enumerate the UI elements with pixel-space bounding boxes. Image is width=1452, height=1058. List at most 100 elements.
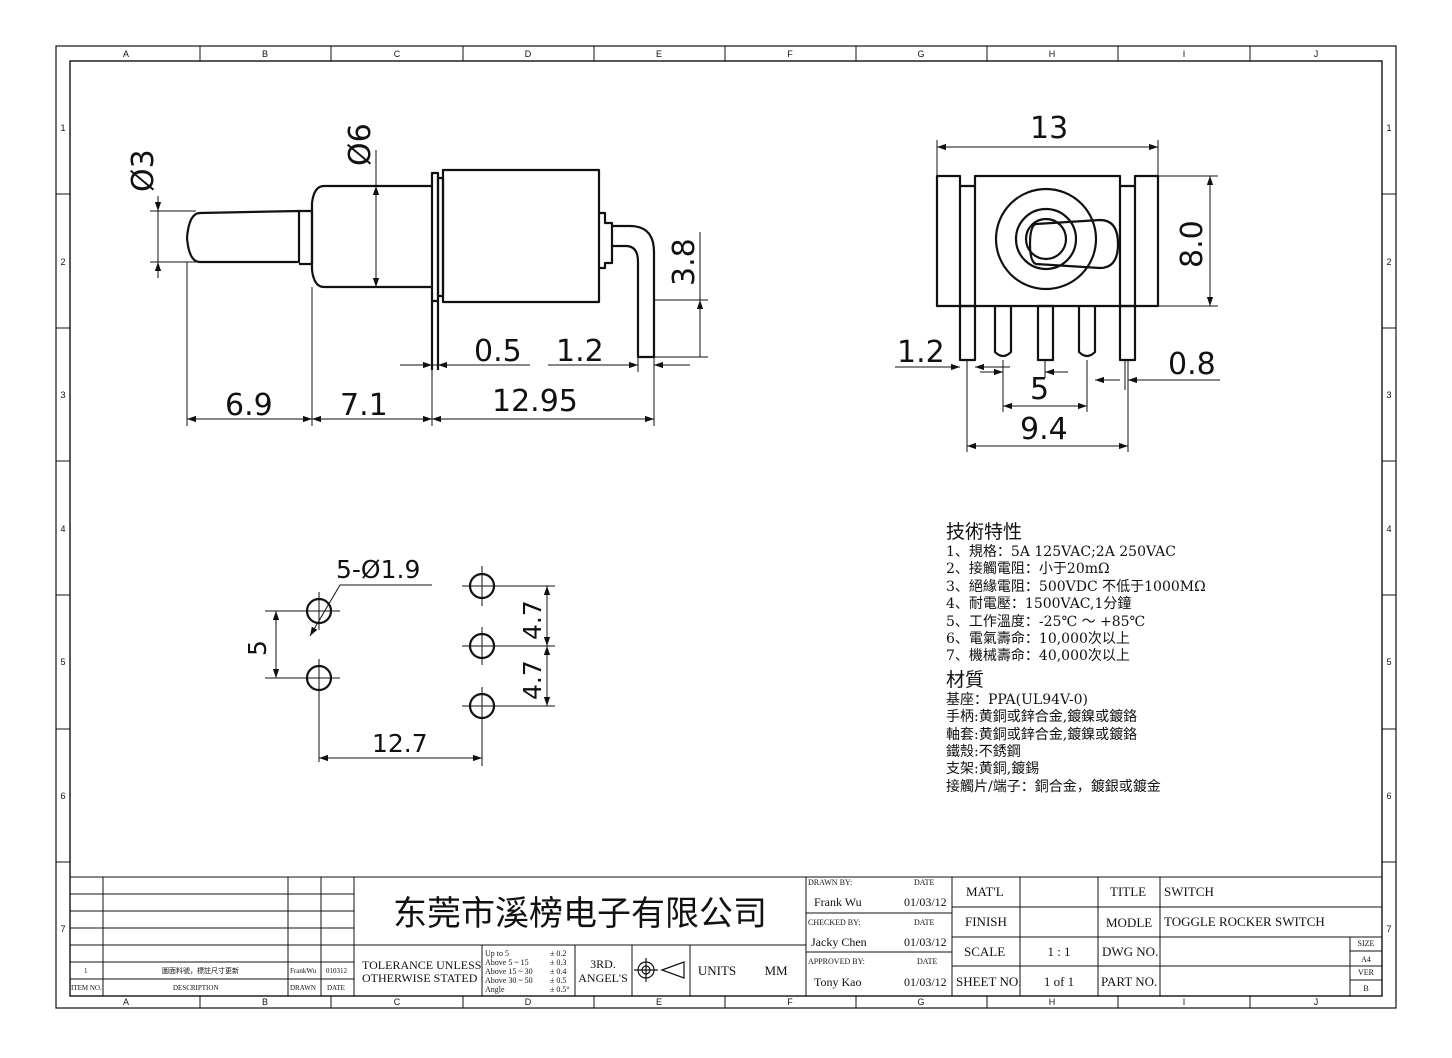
front-view-dim-text: 13 8.0 1.2 5 0.8 9.4 <box>897 111 1216 447</box>
col-label: J <box>1314 49 1319 59</box>
dim-13: 13 <box>1030 111 1068 146</box>
units-label: UNITS <box>698 963 736 978</box>
dim-0-8: 0.8 <box>1168 347 1216 382</box>
sheet-value: 1 of 1 <box>1044 974 1074 989</box>
dim-8-0: 8.0 <box>1175 220 1210 268</box>
material-line: 支架:黄銅,鍍錫 <box>946 761 1040 778</box>
rev-header-description: DESCRIPTION <box>173 984 219 992</box>
ver-value: B <box>1363 984 1368 993</box>
approved-by-label: APPROVED BY: <box>808 957 865 966</box>
col-label: A <box>123 49 129 59</box>
side-view <box>185 168 656 370</box>
col-label: F <box>787 997 793 1007</box>
tolerance-value: ± 0.3 <box>550 958 566 967</box>
tolerance-value: ± 0.5 <box>550 976 566 985</box>
spec-line: 5、工作溫度：-25℃ ～ +85℃ <box>946 613 1146 630</box>
matl-label: MAT'L <box>966 884 1004 899</box>
row-label: 3 <box>1386 390 1391 400</box>
col-label: J <box>1314 997 1319 1007</box>
border-labels: A B C D E F G H I J A B C D E F G H I J … <box>60 49 1391 1007</box>
terminal-pin <box>1077 306 1097 358</box>
col-label: A <box>123 997 129 1007</box>
row-label: 2 <box>60 257 65 267</box>
dwg-label: DWG NO. <box>1102 944 1158 959</box>
approved-date: 01/03/12 <box>904 975 947 989</box>
technical-notes: 技術特性 1、規格：5A 125VAC;2A 250VAC 2、接觸電阻：小于2… <box>946 520 1306 796</box>
tolerance-range: Up to 5 <box>485 949 509 958</box>
col-label: E <box>656 49 662 59</box>
spec-line: 4、耐電壓：1500VAC,1分鐘 <box>946 596 1132 613</box>
pcb-layout <box>265 566 555 766</box>
finish-label: FINISH <box>965 914 1007 929</box>
col-label: E <box>656 997 662 1007</box>
rev-header-drawn: DRAWN <box>290 984 316 992</box>
ver-label: VER <box>1358 968 1375 977</box>
material-line: 接觸片/端子：銅合金，鍍銀或鍍金 <box>946 778 1161 795</box>
pcb-hole <box>468 632 496 660</box>
bracket-pin <box>958 304 977 362</box>
modle-label: MODLE <box>1106 915 1152 930</box>
date-label: DATE <box>917 957 938 966</box>
title-block-text: 1 圖面料號，標註尺寸更新 FrankWu 010312 ITEM NO. DE… <box>71 878 1375 994</box>
row-label: 3 <box>60 390 65 400</box>
tolerance-value: ± 0.5° <box>550 985 570 994</box>
col-label: I <box>1183 997 1186 1007</box>
rev-item: 1 <box>84 967 88 975</box>
col-label: B <box>262 997 268 1007</box>
dim-6-9: 6.9 <box>225 388 273 423</box>
material-line: 鐵殼:不銹鋼 <box>946 744 1021 761</box>
tolerance-range: Above 5 ~ 15 <box>485 958 529 967</box>
company-name: 东莞市溪榜电子有限公司 <box>393 894 767 934</box>
front-lever <box>1028 218 1120 270</box>
row-label: 6 <box>60 791 65 801</box>
sheet-border <box>55 45 1397 1009</box>
col-label: G <box>917 997 924 1007</box>
date-label: DATE <box>914 918 935 927</box>
row-label: 7 <box>60 924 65 934</box>
tolerance-label: OTHERWISE STATED : <box>362 971 484 985</box>
title-value: SWITCH <box>1164 884 1214 899</box>
terminal-pin <box>993 306 1013 358</box>
material-line: 軸套:黄銅或鋅合金,鍍鎳或鍍鉻 <box>946 726 1138 743</box>
front-view <box>935 174 1160 362</box>
dim-1-2: 1.2 <box>556 334 604 369</box>
rev-date: 010312 <box>326 967 348 975</box>
tolerance-range: Above 30 ~ 50 <box>485 976 533 985</box>
projection-label: ANGEL'S <box>578 971 628 985</box>
pcb-hole <box>468 572 496 600</box>
dim-4-7-top: 4.7 <box>518 600 547 640</box>
dim-d6: Ø6 <box>343 123 378 166</box>
terminal-shape <box>612 224 656 359</box>
row-label: 4 <box>60 524 65 534</box>
tolerance-value: ± 0.4 <box>550 967 566 976</box>
col-label: I <box>1183 49 1186 59</box>
sheet-label: SHEET NO. <box>956 974 1021 989</box>
size-label: SIZE <box>1358 939 1375 948</box>
dim-0-5: 0.5 <box>474 334 522 369</box>
spec-line: 3、絕緣電阻：500VDC 不低于1000MΩ <box>946 578 1206 595</box>
dim-12-7: 12.7 <box>372 729 428 758</box>
bushing-shape <box>299 209 314 266</box>
spec-line: 6、電氣壽命：10,000次以上 <box>946 631 1130 648</box>
projection-label: 3RD. <box>590 957 616 971</box>
dim-1-2-front: 1.2 <box>897 335 945 370</box>
switch-body <box>441 168 601 304</box>
pcb-hole <box>305 597 333 625</box>
terminal-pin <box>1036 304 1055 362</box>
drawn-date: 01/03/12 <box>904 895 947 909</box>
rev-description: 圖面料號，標註尺寸更新 <box>162 966 239 975</box>
row-label: 1 <box>1386 123 1391 133</box>
side-view-dims <box>150 150 708 426</box>
row-label: 7 <box>1386 924 1391 934</box>
scale-value: 1 : 1 <box>1047 944 1070 959</box>
date-label: DATE <box>914 878 935 887</box>
tolerance-label: TOLERANCE UNLESS <box>362 958 481 972</box>
material-title: 材質 <box>946 668 985 691</box>
dim-holes: 5-Ø1.9 <box>336 555 420 584</box>
col-label: D <box>525 997 532 1007</box>
scale-label: SCALE <box>964 944 1005 959</box>
rev-drawn: FrankWu <box>290 967 317 975</box>
dim-5-pcb: 5 <box>243 640 272 656</box>
size-value: A4 <box>1361 955 1371 964</box>
